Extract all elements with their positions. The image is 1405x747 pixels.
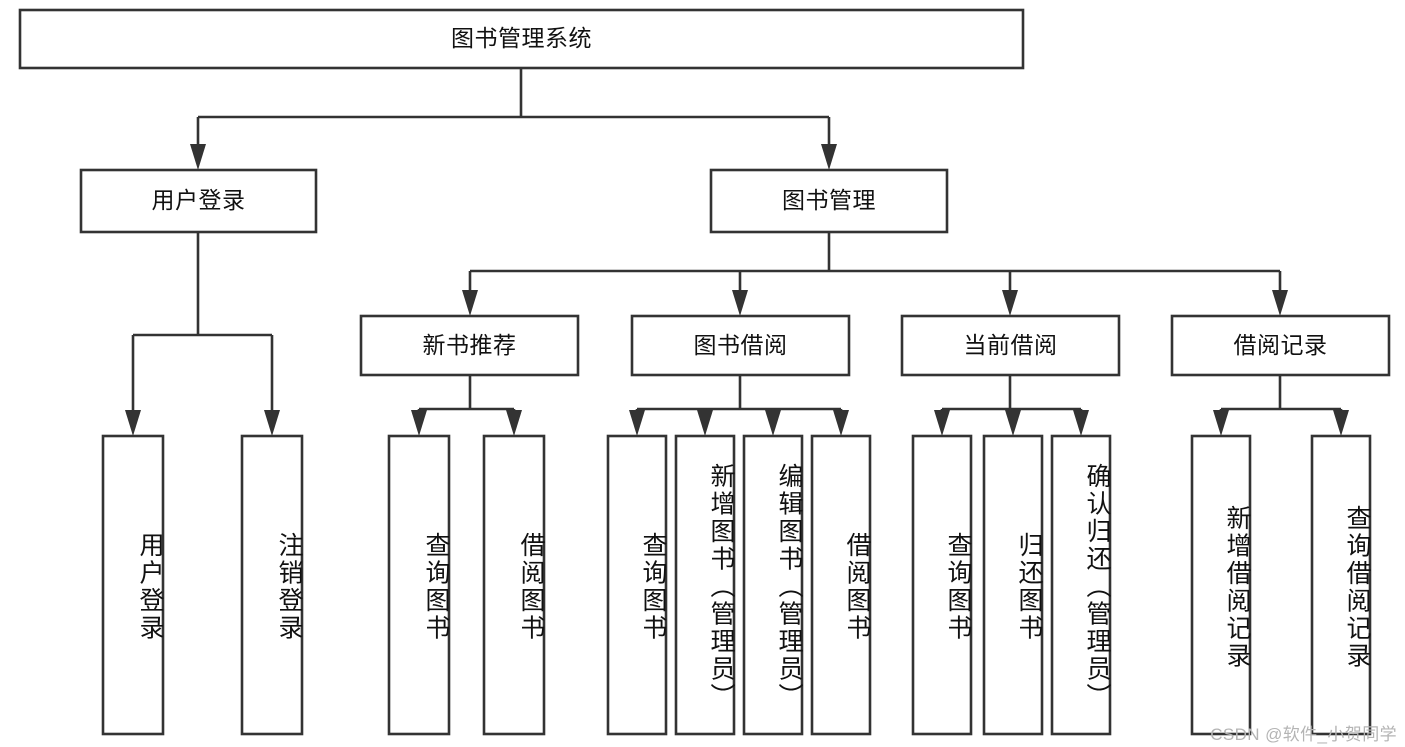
node-box-leaf_rec_query xyxy=(387,434,451,736)
edge-group-book-borrow-to-leaves xyxy=(629,375,849,436)
node-box-leaf_cur_return xyxy=(982,434,1044,736)
arrow-head-leaf_cur_confirm xyxy=(1073,410,1089,436)
node-box-leaf_user_login xyxy=(101,434,165,736)
arrow-head-new_book_rec xyxy=(462,290,478,316)
edge-group-new-book-rec-to-leaves xyxy=(411,375,522,436)
node-box-user_login xyxy=(79,168,318,234)
edge-group-borrow-record-to-leaves xyxy=(1213,375,1349,436)
node-box-leaf_user_logout xyxy=(240,434,304,736)
arrow-head-current_borrow xyxy=(1002,290,1018,316)
arrow-head-leaf_rec_search xyxy=(1333,410,1349,436)
node-box-leaf_cur_confirm xyxy=(1050,434,1112,736)
edge-group-book-manage-to-level3 xyxy=(462,232,1288,316)
arrow-head-leaf_borrow_edit xyxy=(765,410,781,436)
arrow-head-leaf_cur_query xyxy=(934,410,950,436)
arrow-head-book_borrow xyxy=(732,290,748,316)
edge-group-root-to-level2 xyxy=(190,68,837,170)
node-box-layer xyxy=(18,8,1391,736)
arrow-head-leaf_borrow_query xyxy=(629,410,645,436)
node-box-borrow_record xyxy=(1170,314,1391,377)
node-box-root xyxy=(18,8,1025,70)
arrow-head-leaf_borrow_add xyxy=(697,410,713,436)
node-box-leaf_borrow_query xyxy=(606,434,668,736)
node-box-leaf_rec_add xyxy=(1190,434,1252,736)
node-box-book_borrow xyxy=(630,314,851,377)
arrow-head-book_manage xyxy=(821,144,837,170)
node-box-book_manage xyxy=(709,168,949,234)
arrow-head-leaf_rec_borrow xyxy=(506,410,522,436)
watermark-text: CSDN @软件_小贺同学 xyxy=(1210,725,1397,744)
node-box-leaf_borrow_add xyxy=(674,434,736,736)
node-box-leaf_rec_borrow xyxy=(482,434,546,736)
edge-group-current-borrow-to-leaves xyxy=(934,375,1089,436)
arrow-head-borrow_record xyxy=(1272,290,1288,316)
arrow-head-leaf_user_logout xyxy=(264,410,280,436)
node-box-leaf_borrow_edit xyxy=(742,434,804,736)
edge-group-user-login-to-leaves xyxy=(125,232,280,436)
arrow-head-leaf_cur_return xyxy=(1005,410,1021,436)
arrow-head-leaf_rec_query xyxy=(411,410,427,436)
connector-layer xyxy=(125,68,1349,436)
node-box-leaf_rec_search xyxy=(1310,434,1372,736)
node-box-leaf_borrow_do xyxy=(810,434,872,736)
arrow-head-leaf_borrow_do xyxy=(833,410,849,436)
node-box-current_borrow xyxy=(900,314,1121,377)
node-box-new_book_rec xyxy=(359,314,580,377)
arrow-head-user_login xyxy=(190,144,206,170)
arrow-head-leaf_user_login xyxy=(125,410,141,436)
arrow-head-leaf_rec_add xyxy=(1213,410,1229,436)
node-box-leaf_cur_query xyxy=(911,434,973,736)
